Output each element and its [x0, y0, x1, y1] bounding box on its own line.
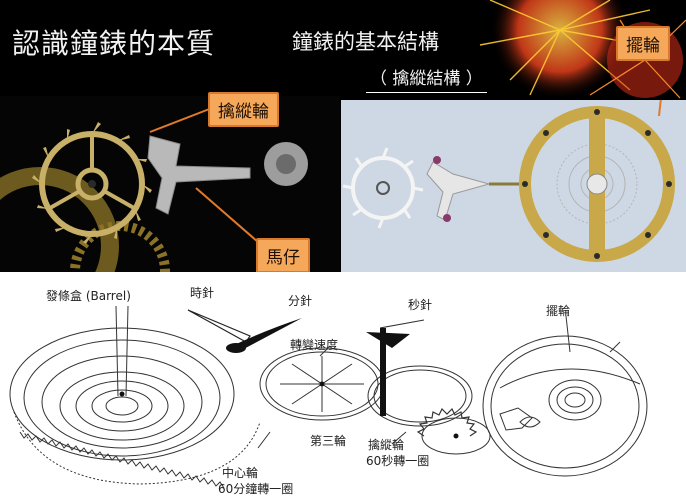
label-center-wheel: 中心輪 — [222, 466, 259, 480]
callout-balance-wheel: 擺輪 — [616, 26, 670, 61]
label-center-wheel-note: 60分鐘轉一圈 — [218, 482, 294, 496]
gear-train-drawing — [9, 305, 648, 489]
label-escape-wheel: 擒縱輪 — [368, 438, 405, 452]
callout-escape-wheel: 擒縱輪 — [208, 92, 279, 127]
label-motion-work: 轉變速度 — [290, 338, 339, 352]
escapement-photo-right — [341, 100, 686, 272]
label-minute-hand: 分針 — [288, 294, 313, 308]
label-third-wheel: 第三輪 — [310, 434, 347, 448]
label-second-hand: 秒針 — [408, 298, 433, 312]
gear-train-diagram: 發條盒 (Barrel) 時針 分針 秒針 轉變速度 擺輪 第三輪 擒縱輪 60… — [0, 272, 686, 502]
label-barrel: 發條盒 (Barrel) — [46, 289, 131, 303]
structure-subtitle: （ 擒縱結構 ） — [366, 64, 487, 93]
label-hour-hand: 時針 — [190, 286, 215, 300]
label-escape-wheel-note: 60秒轉一圈 — [366, 454, 430, 468]
callout-pallet-fork: 馬仔 — [256, 238, 310, 272]
label-balance: 擺輪 — [546, 304, 571, 318]
top-panel: 認識鐘錶的本質 鐘錶的基本結構 （ 擒縱結構 ） — [0, 0, 686, 272]
structure-title: 鐘錶的基本結構 — [292, 30, 439, 54]
main-title: 認識鐘錶的本質 — [12, 27, 216, 60]
